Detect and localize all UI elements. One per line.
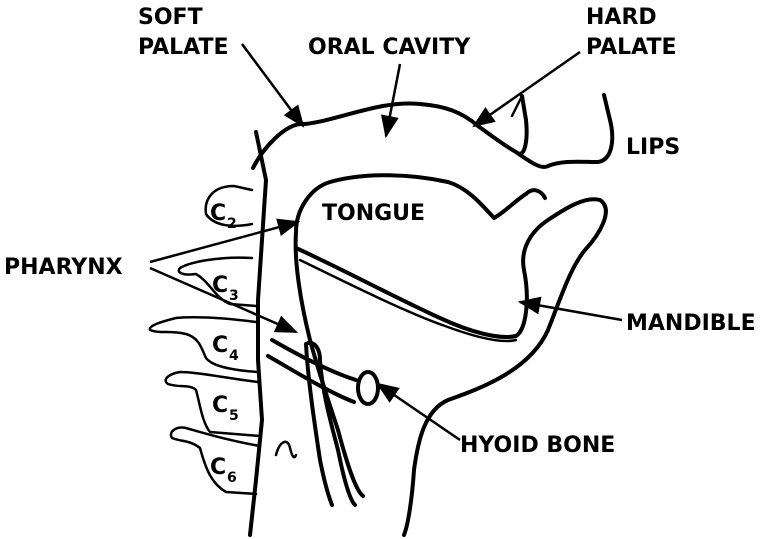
arrow-hyoid-bone bbox=[378, 384, 460, 440]
vertebra-c4-outline bbox=[150, 317, 258, 372]
label-hyoid-bone: HYOID BONE bbox=[460, 433, 615, 458]
mandible-outline bbox=[296, 199, 606, 535]
hyoid-ring bbox=[358, 372, 378, 404]
label-lips: LIPS bbox=[626, 135, 680, 160]
arrows bbox=[150, 44, 622, 440]
vertebra-c6-number: 6 bbox=[227, 470, 237, 486]
vertebra-c3-number: 3 bbox=[229, 288, 239, 304]
vertebra-c4-number: 4 bbox=[229, 348, 239, 364]
label-soft-palate-line1: SOFT bbox=[138, 5, 203, 30]
vertebra-c4-letter: C bbox=[212, 333, 228, 358]
arrow-mandible bbox=[520, 302, 622, 320]
label-tongue: TONGUE bbox=[322, 201, 425, 226]
label-mandible: MANDIBLE bbox=[626, 311, 756, 336]
label-soft-palate-line2: PALATE bbox=[138, 35, 229, 60]
vertebra-c3-letter: C bbox=[212, 273, 228, 298]
label-hard-palate-line2: PALATE bbox=[586, 35, 677, 60]
vertebra-c6-letter: C bbox=[210, 455, 226, 480]
label-pharynx: PHARYNX bbox=[4, 255, 123, 280]
vertebra-c2-letter: C bbox=[210, 201, 226, 226]
palate-outline bbox=[253, 95, 612, 168]
larynx-column bbox=[306, 343, 355, 505]
arrow-pharynx-upper bbox=[150, 222, 298, 262]
pharyngeal-wall bbox=[250, 132, 266, 535]
mandible-inner bbox=[300, 260, 516, 341]
vertebra-c5-number: 5 bbox=[229, 408, 239, 424]
epiglottis-tip bbox=[276, 442, 296, 457]
arrow-soft-palate bbox=[242, 44, 303, 126]
label-oral-cavity: ORAL CAVITY bbox=[308, 35, 471, 60]
label-hard-palate-line1: HARD bbox=[586, 5, 657, 30]
vertebra-c5-letter: C bbox=[212, 393, 228, 418]
arrow-oral-cavity bbox=[386, 64, 400, 136]
vertebra-c2-number: 2 bbox=[227, 216, 237, 232]
